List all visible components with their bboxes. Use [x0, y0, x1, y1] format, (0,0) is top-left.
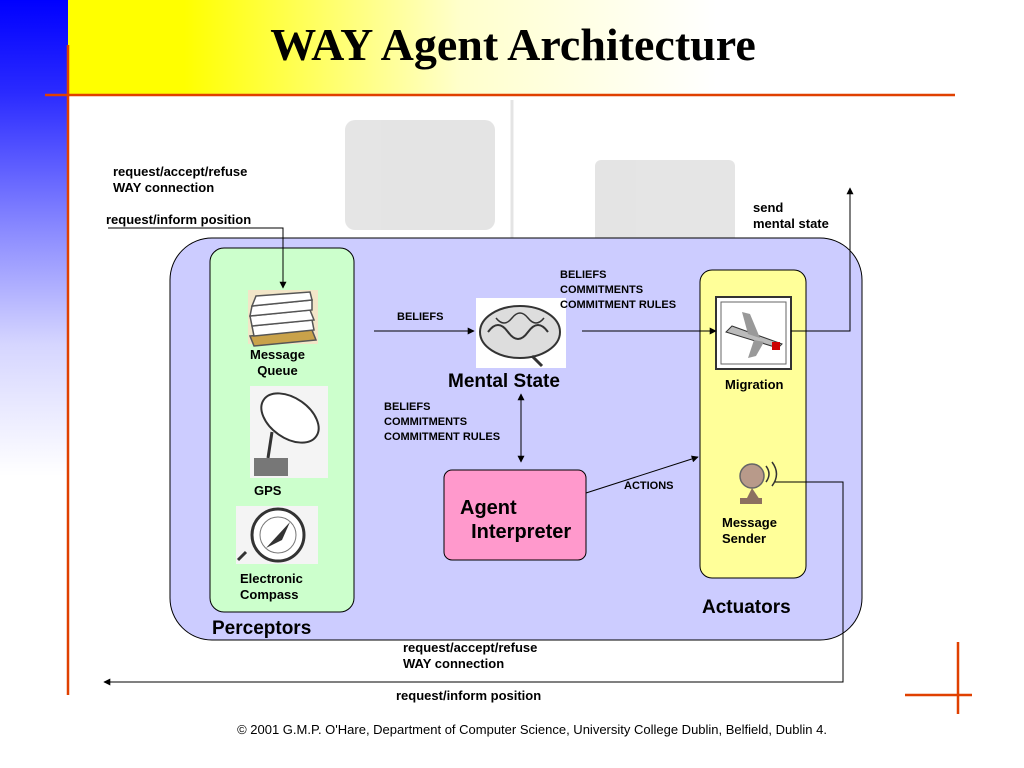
message-queue-icon [248, 290, 318, 347]
gps-dish-icon [250, 386, 328, 478]
outgoing-position-label: request/inform position [396, 688, 542, 703]
send-mental-state-label: send mental state [753, 200, 829, 231]
electronic-compass-label: Electronic Compass [240, 571, 303, 602]
beliefs-in-label: BELIEFS [397, 311, 444, 323]
actions-label: ACTIONS [624, 480, 674, 492]
title-band [0, 0, 1024, 95]
copyright-footer: © 2001 G.M.P. O'Hare, Department of Comp… [237, 722, 827, 737]
mental-state-out-label: BELIEFS COMMITMENTS COMMITMENT RULES [560, 269, 677, 311]
gps-label: GPS [254, 483, 282, 498]
outgoing-connection-label: request/accept/refuse WAY connection [403, 640, 538, 671]
mental-state-down-label: BELIEFS COMMITMENTS COMMITMENT RULES [384, 401, 501, 443]
brain-icon [476, 298, 566, 368]
connectors [103, 187, 854, 686]
agent-interpreter-title: Agent Interpreter [460, 497, 572, 543]
left-gradient-strip [0, 0, 68, 768]
slide-title: WAY Agent Architecture [270, 19, 756, 70]
airplane-icon [715, 296, 792, 370]
background-watermark [345, 100, 735, 260]
incoming-connection-label: request/accept/refuse WAY connection [113, 164, 248, 195]
message-queue-label: Message Queue [250, 347, 305, 378]
migration-label: Migration [725, 377, 784, 392]
accent-lines [45, 45, 972, 714]
incoming-position-label: request/inform position [106, 212, 252, 227]
compass-icon [236, 506, 318, 564]
antenna-icon [739, 461, 778, 504]
perceptors-title: Perceptors [212, 618, 312, 639]
actuators-title: Actuators [702, 597, 791, 618]
message-sender-label: Message Sender [722, 515, 777, 546]
interpreter-box [443, 469, 587, 561]
mental-state-title: Mental State [448, 371, 560, 392]
